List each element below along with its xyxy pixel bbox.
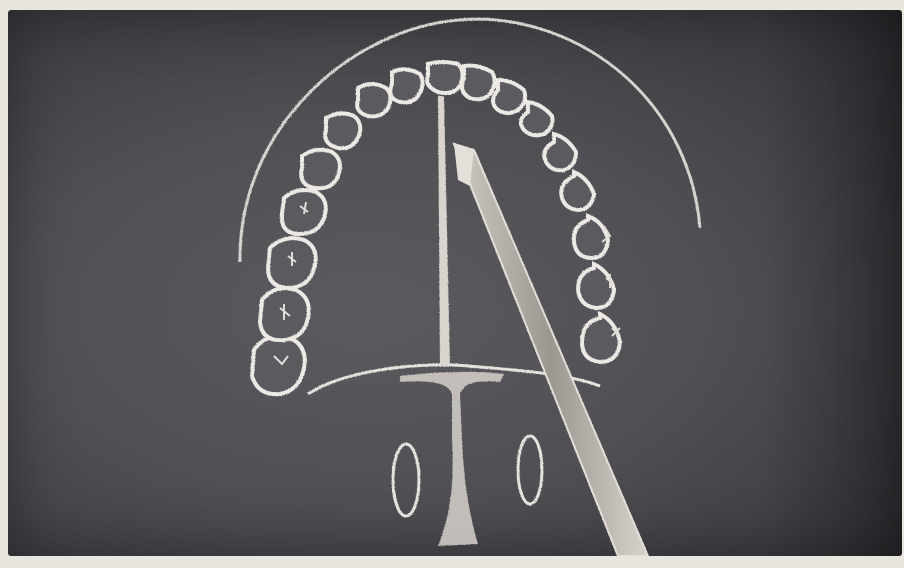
dental-arch	[252, 62, 620, 394]
tooth	[390, 69, 422, 102]
tooth	[493, 80, 525, 113]
tooth	[521, 102, 553, 135]
tooth	[544, 134, 576, 170]
tooth	[427, 62, 462, 93]
tooth	[574, 216, 608, 258]
tooth	[582, 314, 620, 362]
tooth	[301, 150, 340, 189]
tooth	[325, 113, 360, 148]
tooth	[561, 172, 594, 210]
midline-rod	[438, 96, 450, 366]
tooth	[462, 66, 495, 100]
right-ellipse	[518, 436, 542, 504]
chalk-drawing	[8, 10, 902, 556]
chalkboard-photo	[8, 10, 902, 556]
tooth	[578, 264, 614, 308]
left-ellipse	[393, 444, 419, 516]
tooth	[357, 84, 390, 116]
tooth	[252, 337, 305, 395]
